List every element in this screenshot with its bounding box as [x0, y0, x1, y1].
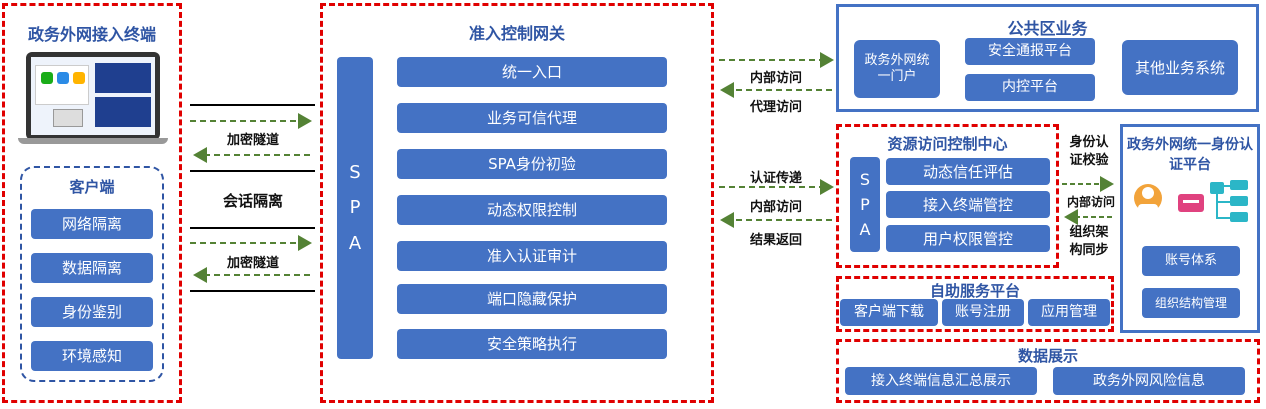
org-sync-label: 组织架构同步 — [1069, 225, 1109, 258]
gateway-item-audit: 准入认证审计 — [397, 241, 667, 271]
data-display-panel: 数据展示 — [836, 339, 1260, 403]
data-display-risk-info: 政务外网风险信息 — [1053, 367, 1245, 395]
result-return-label: 结果返回 — [749, 233, 802, 248]
self-service-account-register: 账号注册 — [942, 299, 1024, 326]
center-spa-bar: S P A — [850, 157, 880, 252]
gateway-spa-s: S — [349, 161, 361, 183]
public-portal: 政务外网统一门户 — [854, 40, 940, 98]
gateway-item-policy: 安全策略执行 — [397, 329, 667, 359]
security-report-platform: 安全通报平台 — [965, 38, 1095, 65]
center-item-terminal-control: 接入终端管控 — [886, 191, 1050, 218]
auth-transfer-label: 认证传递 — [749, 171, 802, 186]
internal-access-label-1: 内部访问 — [749, 71, 802, 86]
account-system: 账号体系 — [1142, 246, 1240, 276]
session-isolation-label: 会话隔离 — [222, 192, 283, 210]
identity-internal-access-label: 内部访问 — [1066, 195, 1115, 209]
gateway-spa-p: P — [349, 197, 361, 219]
center-spa-s: S — [859, 169, 871, 189]
tunnel-bottom-label: 加密隧道 — [226, 256, 279, 271]
gateway-spa-bar: S P A — [337, 57, 373, 359]
center-spa-p: P — [860, 194, 870, 214]
public-zone-title: 公共区业务 — [1007, 19, 1088, 38]
access-center-panel: 资源访问控制中心 — [836, 124, 1059, 268]
identity-connectors — [1062, 176, 1114, 225]
other-business-systems: 其他业务系统 — [1122, 40, 1238, 95]
self-service-app-management: 应用管理 — [1028, 299, 1110, 326]
center-item-user-permission: 用户权限管控 — [886, 225, 1050, 252]
right-connectors — [719, 52, 834, 228]
gateway-item-unified-entry: 统一入口 — [397, 57, 667, 87]
tunnel-top-label: 加密隧道 — [226, 133, 279, 148]
terminal-panel: 政务外网接入终端 — [2, 3, 182, 403]
gateway-item-port-hiding: 端口隐藏保护 — [397, 284, 667, 314]
gateway-item-spa-verify: SPA身份初验 — [397, 149, 667, 179]
proxy-access-label: 代理访问 — [749, 100, 802, 115]
client-title: 客户端 — [69, 178, 115, 196]
client-item-identity: 身份鉴别 — [31, 297, 153, 327]
org-structure-management: 组织结构管理 — [1142, 288, 1240, 318]
identity-verify-label: 身份认证校验 — [1069, 135, 1109, 168]
client-group: 客户端 — [20, 166, 164, 382]
self-service-title: 自助服务平台 — [929, 282, 1020, 300]
gateway-title: 准入控制网关 — [468, 24, 565, 43]
self-service-client-download: 客户端下载 — [840, 299, 938, 326]
internal-control-platform: 内控平台 — [965, 74, 1095, 101]
data-display-terminal-summary: 接入终端信息汇总展示 — [845, 367, 1037, 395]
internal-access-label-2: 内部访问 — [749, 200, 802, 215]
identity-illustration — [1134, 180, 1248, 222]
center-item-trust-eval: 动态信任评估 — [886, 158, 1050, 185]
terminal-title: 政务外网接入终端 — [27, 25, 156, 44]
center-spa-a: A — [859, 220, 871, 240]
client-item-network-isolation: 网络隔离 — [31, 209, 153, 239]
gateway-panel: 准入控制网关 — [320, 3, 714, 403]
client-item-environment: 环境感知 — [31, 341, 153, 371]
gateway-spa-a: A — [348, 232, 362, 254]
left-connectors — [190, 104, 315, 292]
gateway-item-trusted-proxy: 业务可信代理 — [397, 103, 667, 133]
self-service-panel: 自助服务平台 — [836, 276, 1114, 332]
laptop-illustration — [18, 52, 168, 150]
gateway-item-dynamic-permission: 动态权限控制 — [397, 195, 667, 225]
identity-platform-title: 政务外网统一身份认证平台 — [1127, 137, 1253, 173]
public-zone-panel: 公共区业务 — [836, 4, 1259, 112]
client-item-data-isolation: 数据隔离 — [31, 253, 153, 283]
identity-platform-panel: 政务外网统一身份认证平台 — [1120, 124, 1260, 333]
access-center-title: 资源访问控制中心 — [887, 135, 1008, 153]
data-display-title: 数据展示 — [1017, 347, 1078, 365]
org-tree-icon — [1210, 180, 1248, 222]
